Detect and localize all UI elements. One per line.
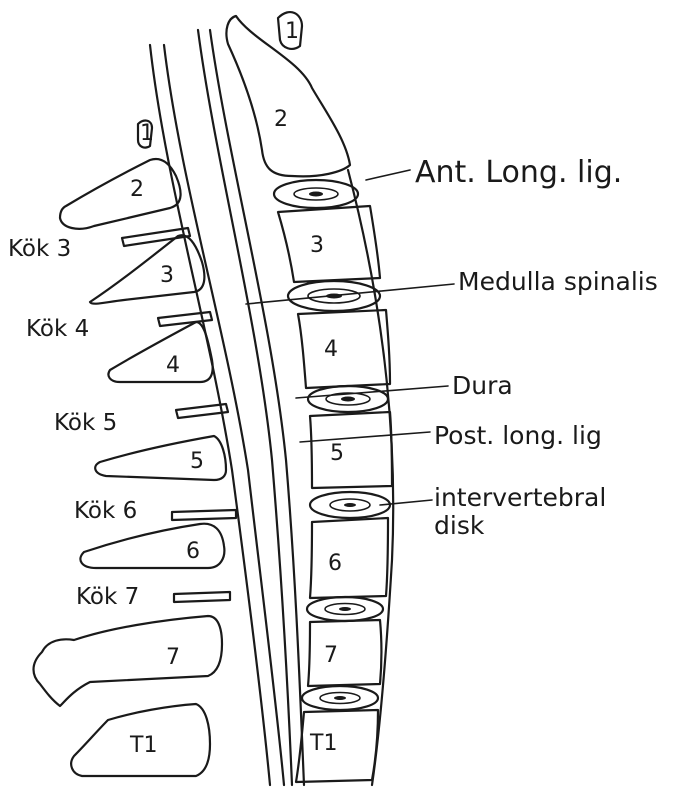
anterior-longitudinal-ligament <box>348 170 393 785</box>
disk-c7-t1 <box>302 686 378 710</box>
disk-c2-c3 <box>274 180 358 208</box>
num-body-c6: 6 <box>328 551 342 576</box>
label-kok7: Kök 7 <box>76 584 139 610</box>
num-body-c4: 4 <box>324 337 338 362</box>
disk-c4-c5 <box>308 386 388 412</box>
body-c7 <box>308 620 382 686</box>
num-spinous-c6: 6 <box>186 539 200 564</box>
num-spinous-c4: 4 <box>166 353 180 378</box>
label-intervertebral: intervertebral <box>434 483 606 512</box>
num-spinous-t1: T1 <box>129 733 157 758</box>
root-exit-c3 <box>122 228 190 246</box>
label-kok6: Kök 6 <box>74 498 137 524</box>
label-medulla-spinalis: Medulla spinalis <box>458 267 658 296</box>
spinous-c6 <box>80 524 224 568</box>
num-body-t1: T1 <box>309 731 337 756</box>
leader-ant-long-lig <box>366 170 410 180</box>
spinous-c2 <box>60 159 181 229</box>
spinous-c4 <box>108 322 212 382</box>
label-kok5: Kök 5 <box>54 410 117 436</box>
label-kok3: Kök 3 <box>8 236 71 262</box>
spinous-c5 <box>95 436 226 480</box>
leader-post-long-lig <box>300 432 430 442</box>
body-c5 <box>310 412 392 488</box>
label-ant-long-lig: Ant. Long. lig. <box>415 155 622 190</box>
body-c6 <box>310 518 388 598</box>
label-dura: Dura <box>452 371 513 400</box>
disk-c6-c7 <box>307 597 383 621</box>
label-disk: disk <box>434 511 485 540</box>
num-body-c7: 7 <box>324 643 338 668</box>
root-exit-c6 <box>172 510 236 520</box>
spinous-c7 <box>34 616 223 706</box>
disk-c5-c6 <box>310 492 390 518</box>
num-spinous-c2: 2 <box>130 177 144 202</box>
num-body-c3: 3 <box>310 233 324 258</box>
num-body-c1: 1 <box>285 19 299 44</box>
num-body-c2: 2 <box>274 107 288 132</box>
body-c4 <box>298 310 390 388</box>
num-body-c5: 5 <box>330 441 344 466</box>
num-spinous-c7: 7 <box>166 645 180 670</box>
spinal-cord-anterior-line <box>198 30 292 785</box>
num-spinous-c5: 5 <box>190 449 204 474</box>
num-spinous-c3: 3 <box>160 263 174 288</box>
label-post-long-lig: Post. long. lig <box>434 421 602 450</box>
label-kok4: Kök 4 <box>26 316 89 342</box>
num-spinous-c1: 1 <box>140 121 154 146</box>
root-exit-c7 <box>174 592 230 602</box>
